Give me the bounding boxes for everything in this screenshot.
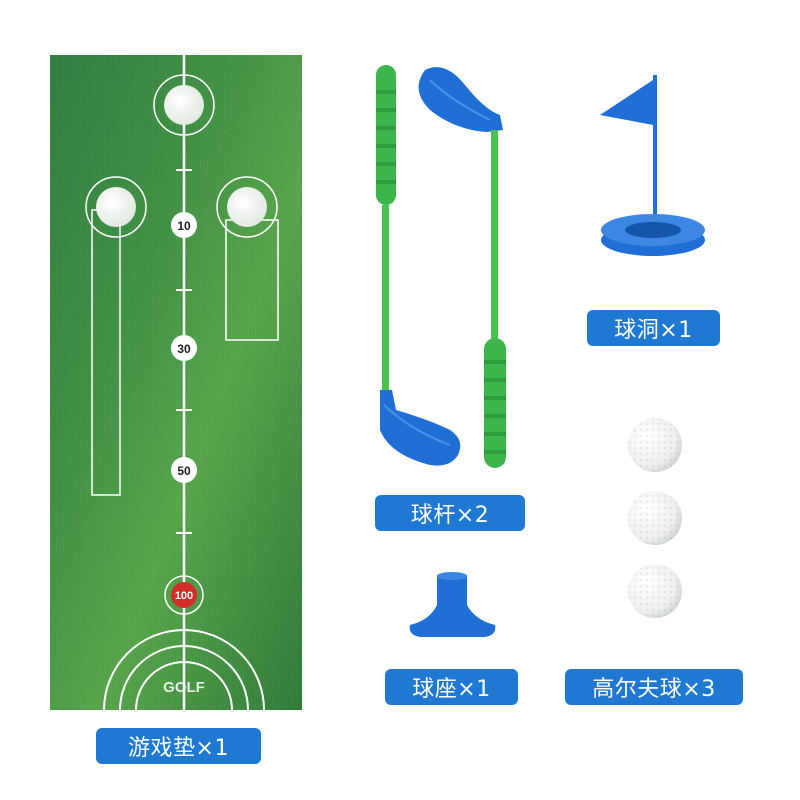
mat-ticks (176, 169, 192, 534)
golf-balls (628, 418, 682, 618)
marker-100-badge (171, 582, 197, 608)
marker-30-badge (171, 335, 197, 361)
mat-top-hole-ring (153, 74, 215, 136)
golf-hole-flag (600, 75, 705, 256)
putting-mat: 10 30 50 100 GOLF (50, 55, 302, 711)
mat-left-hole (96, 187, 136, 227)
mat-right-hole (227, 187, 267, 227)
golf-ball-1 (628, 418, 682, 472)
marker-100-ring (164, 575, 204, 615)
marker-30: 30 (177, 342, 191, 356)
mat-golf-logo: GOLF (163, 679, 205, 696)
label-hole: 球洞×1 (587, 310, 720, 346)
mat-right-hole-ring (216, 176, 278, 238)
label-clubs: 球杆×2 (375, 495, 525, 531)
label-balls: 高尔夫球×3 (565, 669, 743, 705)
mat-left-hole-ring (85, 176, 147, 238)
golf-ball-2 (628, 491, 682, 545)
golf-club-left (376, 65, 461, 466)
golf-ball-3 (628, 564, 682, 618)
golf-tee (409, 572, 496, 637)
marker-50: 50 (177, 464, 191, 478)
marker-50-badge (171, 457, 197, 483)
marker-100: 100 (175, 590, 193, 602)
marker-10-badge (171, 212, 197, 238)
label-mat: 游戏垫×1 (96, 728, 261, 764)
marker-10: 10 (177, 219, 191, 233)
mat-top-hole (164, 85, 204, 125)
golf-club-right (418, 67, 506, 468)
mat-bottom-arcs (103, 629, 265, 711)
label-tee: 球座×1 (385, 669, 518, 705)
